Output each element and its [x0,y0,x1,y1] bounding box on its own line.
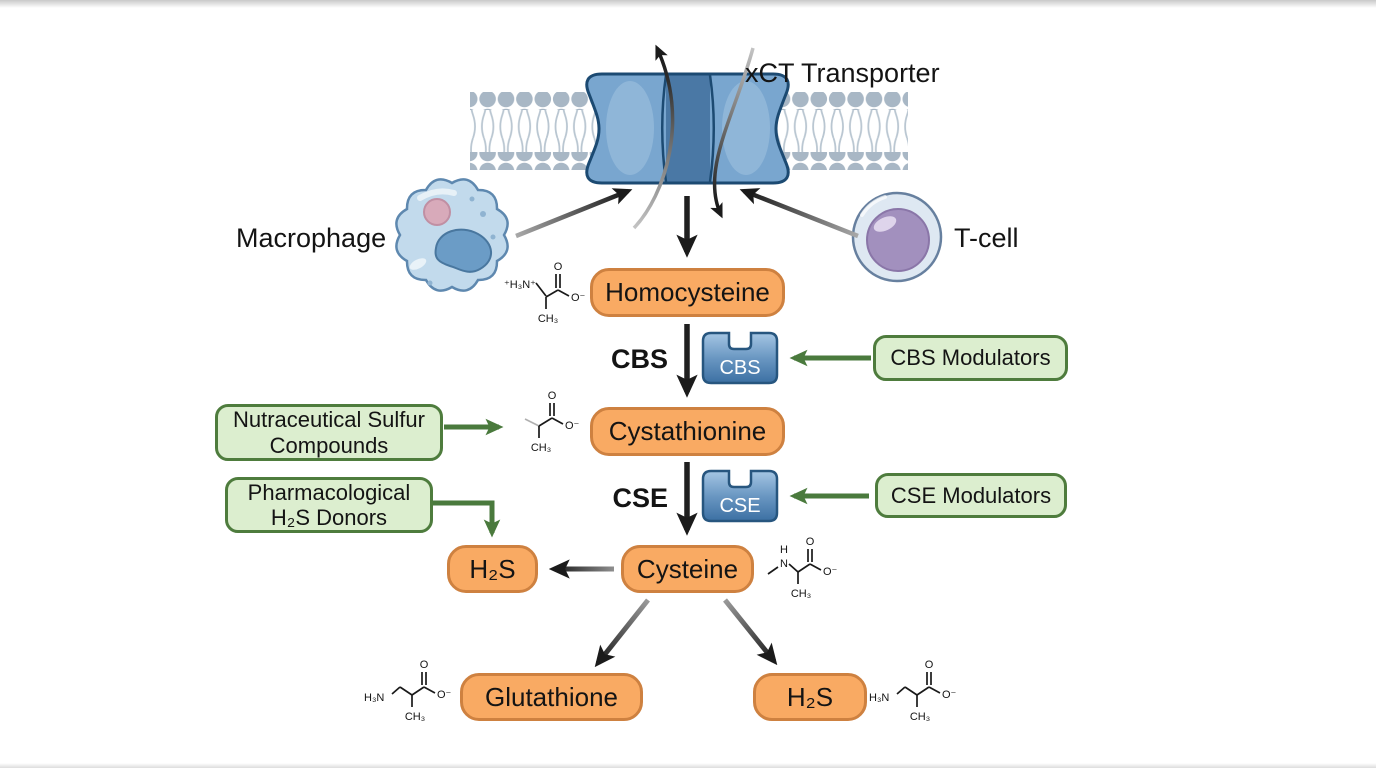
svg-text:H: H [780,544,788,556]
arrow-transporter-export [632,44,675,230]
arrow-uptake-tcell [739,188,859,239]
box-cse-modulators: CSE Modulators [875,473,1067,518]
bottom-vignette [0,763,1376,768]
chem-structure-h2s-product: H₃N O O⁻ CH₃ [869,659,957,723]
svg-text:O: O [806,536,815,548]
node-glutathione: Glutathione [460,673,643,721]
tcell-icon [851,191,943,283]
label-cbs: CBS [610,344,668,374]
svg-text:O⁻: O⁻ [942,689,957,701]
svg-text:O⁻: O⁻ [571,292,586,304]
svg-text:CH₃: CH₃ [405,711,425,723]
svg-text:O⁻: O⁻ [565,420,580,432]
node-h2s-product: H₂S [753,673,867,721]
arrow-uptake-macrophage [515,188,633,239]
cse-badge-label: CSE [719,495,760,517]
svg-text:N: N [780,558,788,570]
svg-text:H₃N: H₃N [364,692,384,704]
arrow-cysteine-to-glutathione [594,598,650,668]
svg-text:O: O [548,390,557,402]
chem-structure-cysteine: N H O O⁻ CH₃ [767,536,838,600]
pharmacological-line1: Pharmacological [247,479,411,505]
svg-text:O: O [554,261,563,273]
cbs-badge-label: CBS [719,357,760,379]
node-cysteine: Cysteine [621,545,754,593]
label-tcell: T-cell [954,223,1019,253]
box-nutraceutical-sulfur-compounds: Nutraceutical Sulfur Compounds [215,404,443,461]
svg-text:H₃N: H₃N [869,692,889,704]
arrow-transporter-import [710,47,755,219]
cbs-enzyme-icon: CBS [701,331,779,385]
label-cse: CSE [612,483,668,513]
node-h2s-side: H₂S [447,545,538,593]
xct-transporter-icon [585,72,790,185]
node-cystathionine: Cystathionine [590,407,785,456]
svg-text:CH₃: CH₃ [910,711,930,723]
pharmacological-line2: H₂S Donors [270,505,388,530]
box-pharmacological-h2s-donors: Pharmacological H₂S Donors [225,477,433,533]
chem-structure-homocysteine: ⁺H₃N⁺ O O⁻ CH₃ [504,261,586,325]
chem-structure-glutathione: H₃N O O⁻ CH₃ [364,659,452,723]
svg-text:O⁻: O⁻ [823,566,838,578]
nutraceutical-line2: Compounds [269,432,389,458]
chem-structure-cystathionine: O O⁻ CH₃ [524,390,580,454]
svg-text:CH₃: CH₃ [531,442,551,454]
svg-text:O: O [925,659,934,671]
cbs-modulators-label: CBS Modulators [890,345,1051,371]
cse-enzyme-icon: CSE [701,469,779,523]
box-cbs-modulators: CBS Modulators [873,335,1068,381]
cse-modulators-label: CSE Modulators [890,482,1052,508]
svg-text:CH₃: CH₃ [791,588,811,600]
label-macrophage: Macrophage [236,223,387,253]
nutraceutical-line1: Nutraceutical Sulfur [233,407,425,433]
arrow-cysteine-to-h2s-product [723,598,778,666]
top-vignette [0,0,1376,8]
macrophage-icon [395,178,509,292]
svg-text:O: O [420,659,429,671]
label-xct-transporter: xCT Transporter [745,58,940,88]
svg-text:CH₃: CH₃ [538,313,558,325]
arrow-pharmacological [433,500,501,538]
svg-text:⁺H₃N⁺: ⁺H₃N⁺ [504,279,536,291]
node-homocysteine: Homocysteine [590,268,785,317]
svg-text:O⁻: O⁻ [437,689,452,701]
